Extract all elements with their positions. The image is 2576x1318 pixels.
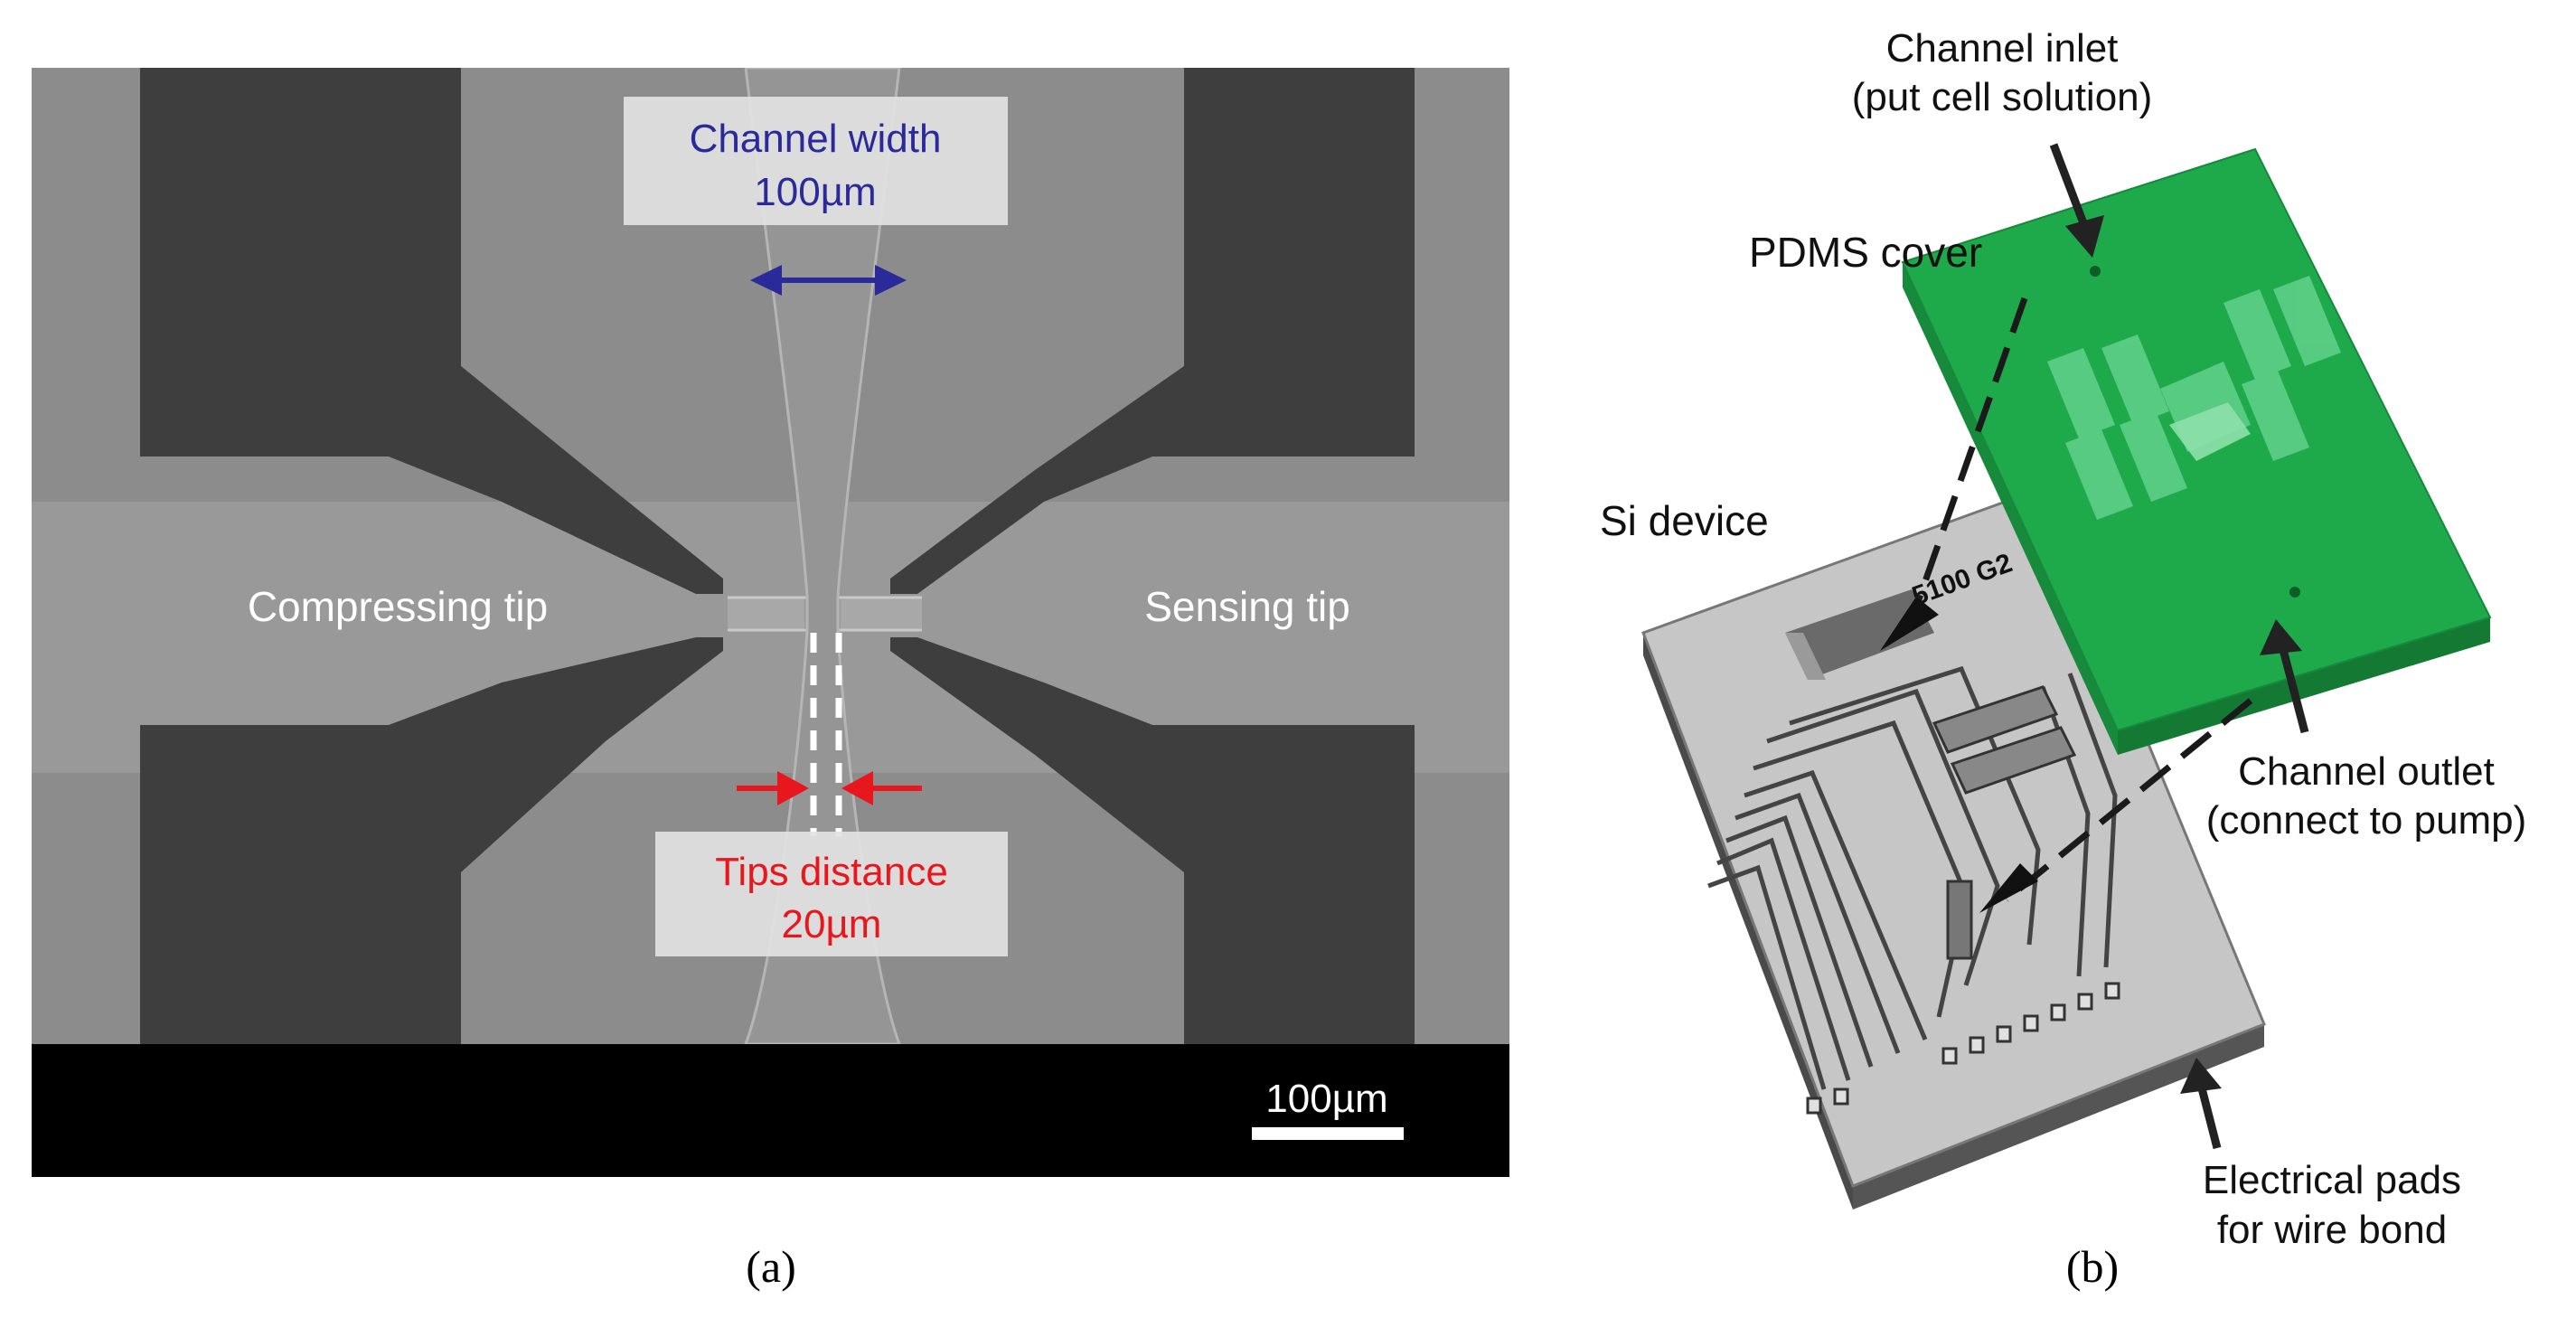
channel-width-box	[624, 97, 1008, 225]
panel-a-caption: (a)	[746, 1241, 796, 1292]
channel-width-value: 100µm	[754, 170, 876, 214]
si-device-label: Si device	[1600, 497, 1769, 544]
panel-a-sem-image: Channel width 100µm Tips distance 20µm C…	[32, 68, 1509, 1177]
assembly-arrowheads	[1880, 597, 2038, 913]
pdms-side-face	[1903, 262, 2118, 755]
callout-arrows	[2049, 143, 2309, 1150]
scale-bar-label: 100µm	[1265, 1077, 1387, 1121]
tips-distance-arrows	[737, 771, 922, 805]
pdms-cover	[1901, 147, 2492, 755]
sensing-tip-shape	[841, 597, 922, 631]
electrical-pads-label-line2: for wire bond	[2217, 1208, 2447, 1252]
electrode-top-right	[890, 68, 1415, 594]
electrode-bottom-right	[890, 637, 1415, 1044]
compressing-tip-label: Compressing tip	[248, 583, 548, 630]
assembly-dashed-lines	[1904, 297, 2253, 902]
chip-marking-shadow	[1785, 633, 1826, 680]
electrode-top-left	[140, 68, 723, 594]
panel-b-device-diagram: 5100 G2	[1600, 26, 2527, 1252]
tips-distance-box	[655, 832, 1008, 956]
panel-b-caption: (b)	[2065, 1241, 2120, 1292]
tips-distance-title: Tips distance	[715, 850, 948, 894]
chip-actuator-structures	[1932, 685, 2077, 960]
compressing-tip-shape	[728, 597, 804, 631]
channel-outlet-label-line1: Channel outlet	[2238, 749, 2495, 794]
chip-side-left	[1643, 633, 1853, 1210]
chip-marking-block	[1785, 589, 1934, 680]
chip-side-bottom	[1853, 1024, 2264, 1210]
pdms-bottom-face	[2118, 617, 2490, 755]
sem-info-bar	[32, 1044, 1509, 1177]
sensing-tip-label: Sensing tip	[1144, 583, 1350, 630]
scale-bar	[1252, 1127, 1404, 1140]
chip-bond-pads	[1806, 982, 2120, 1115]
pdms-inner-channel	[2169, 402, 2251, 461]
channel-width-title: Channel width	[690, 117, 942, 161]
channel-width-arrow	[750, 265, 907, 296]
electrode-bottom-left	[140, 637, 723, 1044]
channel-inlet-hole	[2090, 266, 2101, 277]
pdms-cover-label: PDMS cover	[1749, 229, 1982, 276]
channel-outlet-label-line2: (connect to pump)	[2206, 798, 2527, 843]
channel-inlet-label-line2: (put cell solution)	[1852, 75, 2153, 119]
channel-inlet-label-line1: Channel inlet	[1886, 26, 2119, 71]
tips-distance-value: 20µm	[782, 902, 882, 946]
electrical-pads-label-line1: Electrical pads	[2203, 1158, 2461, 1202]
channel-outlet-hole	[2289, 587, 2300, 598]
